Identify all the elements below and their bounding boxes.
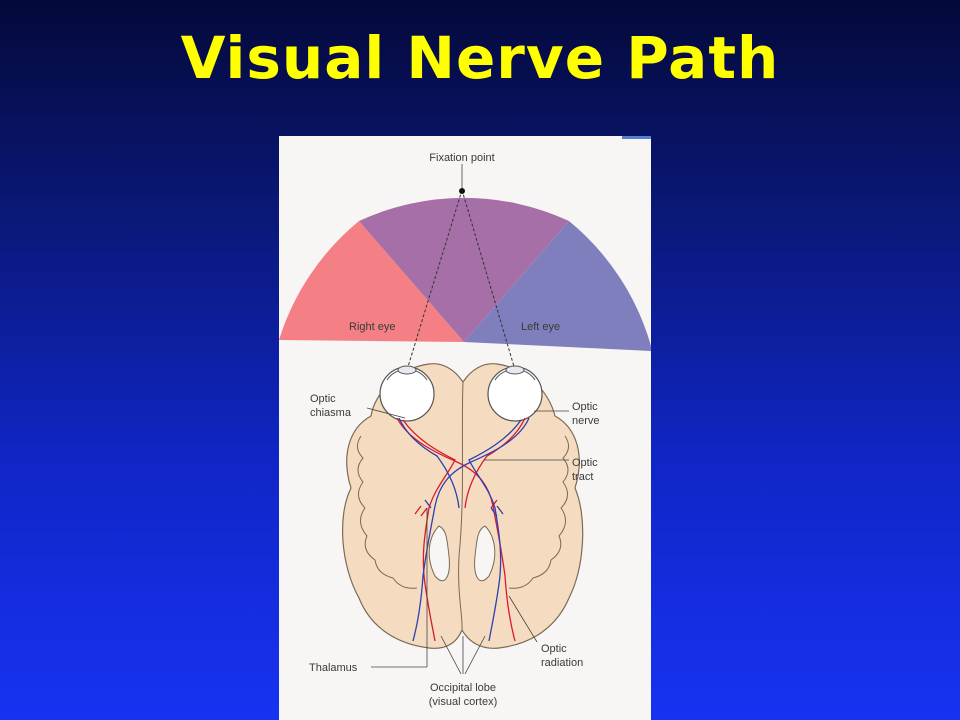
- leader-optic-radiation: [508, 595, 538, 643]
- left-eyeball: [487, 365, 543, 422]
- label-fixation-point: Fixation point: [429, 152, 494, 164]
- sight-line-right: [406, 189, 463, 371]
- figure-corner-tab: [622, 136, 651, 139]
- right-eye-field: [279, 221, 464, 342]
- sight-line-left: [461, 189, 516, 371]
- right-eyeball: [379, 365, 435, 422]
- label-occipital-lobe-1: Occipital lobe: [430, 682, 496, 694]
- slide-title: Visual Nerve Path: [180, 24, 780, 92]
- left-eye-field: [464, 221, 651, 351]
- label-thalamus: Thalamus: [309, 662, 358, 674]
- label-optic-tract-2: tract: [572, 471, 593, 483]
- label-right-eye: Right eye: [349, 321, 395, 333]
- shared-field: [359, 197, 569, 342]
- brain-midline: [458, 381, 464, 631]
- label-occipital-lobe-2: (visual cortex): [429, 696, 497, 708]
- label-left-eye: Left eye: [521, 321, 560, 333]
- leader-optic-chiasma: [366, 407, 406, 419]
- visual-pathway-figure: Fixation point Right eye Left eye Optic …: [279, 136, 651, 720]
- leader-occipital-left: [440, 635, 462, 675]
- label-optic-nerve-1: Optic: [572, 401, 598, 413]
- label-optic-chiasma-1: Optic: [310, 393, 336, 405]
- label-optic-radiation-2: radiation: [541, 657, 583, 669]
- label-optic-tract-1: Optic: [572, 457, 598, 469]
- ventricle-left: [428, 525, 450, 582]
- label-optic-radiation-1: Optic: [541, 643, 567, 655]
- pathway-blue: [398, 417, 530, 642]
- leader-occipital-right: [464, 635, 486, 675]
- label-optic-nerve-2: nerve: [572, 415, 600, 427]
- pathway-red: [396, 417, 526, 642]
- ventricle-right: [474, 525, 496, 582]
- brain-gyri-left: [357, 435, 418, 589]
- fixation-point-dot: [459, 188, 465, 194]
- label-optic-chiasma-2: chiasma: [310, 407, 352, 419]
